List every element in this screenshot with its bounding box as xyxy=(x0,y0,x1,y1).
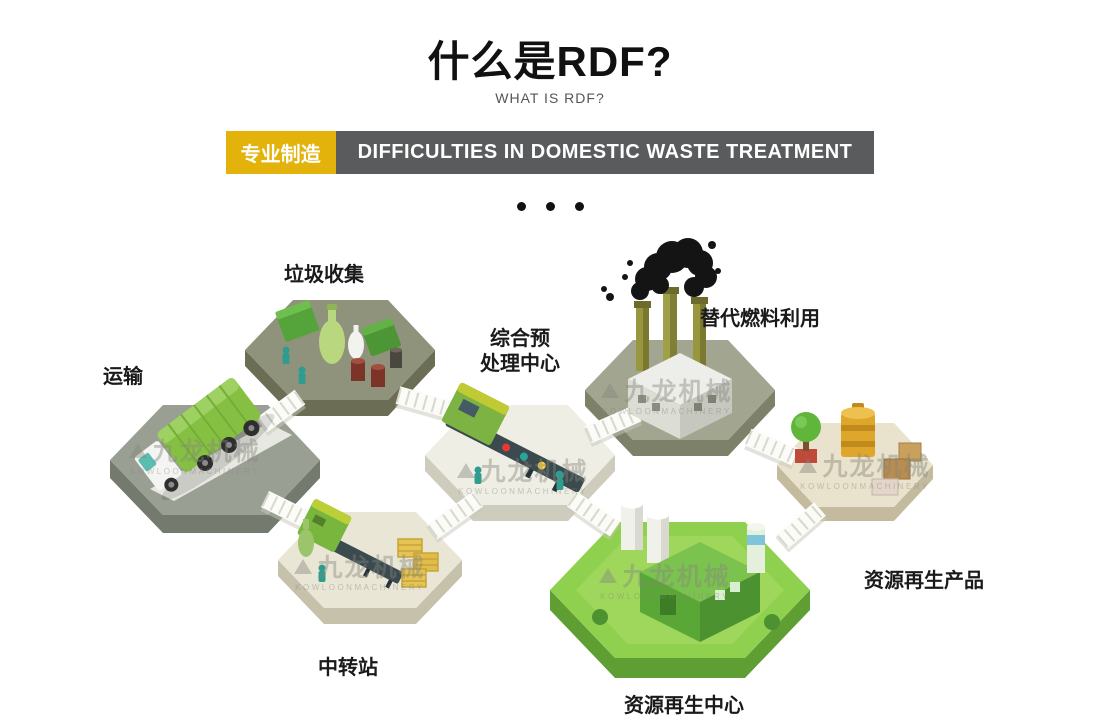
transfer-machine-icon xyxy=(297,499,404,589)
rdf-process-diagram xyxy=(0,227,1100,727)
dot-icon xyxy=(574,202,584,211)
page-title: 什么是RDF? xyxy=(427,38,673,85)
rdf-bales-icon xyxy=(397,538,439,588)
factory-building-icon xyxy=(628,287,732,439)
yellow-tank-icon xyxy=(841,403,875,457)
worker-figures-icon xyxy=(282,346,564,582)
dot-icon xyxy=(516,202,526,211)
label-fuel: 替代燃料利用 xyxy=(700,308,820,330)
dot-icon xyxy=(545,202,555,211)
process-diagram-canvas xyxy=(110,238,933,678)
divider-dots xyxy=(0,198,1100,216)
product-boxes-icon xyxy=(871,442,922,496)
label-collection: 垃圾收集 xyxy=(284,264,364,286)
waste-barrels-icon xyxy=(351,347,402,387)
label-transfer: 中转站 xyxy=(318,657,378,679)
recycling-plant-icon xyxy=(592,499,780,642)
label-products: 资源再生产品 xyxy=(864,570,984,592)
garbage-truck-icon xyxy=(134,378,275,501)
pretreatment-machine-icon xyxy=(442,382,585,493)
label-pretreatment: 综合预 处理中心 xyxy=(465,327,575,377)
recycled-products-icon xyxy=(791,403,922,496)
banner-tag: 专业制造 xyxy=(225,131,336,174)
plastic-bottles-icon xyxy=(319,304,364,364)
label-pretreatment-line2: 处理中心 xyxy=(480,353,560,375)
banner-title: DIFFICULTIES IN DOMESTIC WASTE TREATMENT xyxy=(335,131,875,174)
section-banner: 专业制造 DIFFICULTIES IN DOMESTIC WASTE TREA… xyxy=(0,131,1100,174)
label-transport: 运输 xyxy=(103,366,143,388)
label-regeneration: 资源再生中心 xyxy=(624,695,744,717)
waste-bins-icon xyxy=(275,300,401,357)
tree-icon xyxy=(791,412,821,463)
smoke-cloud-icon xyxy=(601,238,721,301)
label-pretreatment-line1: 综合预 xyxy=(490,328,550,350)
page-subtitle: WHAT IS RDF? xyxy=(495,90,605,106)
